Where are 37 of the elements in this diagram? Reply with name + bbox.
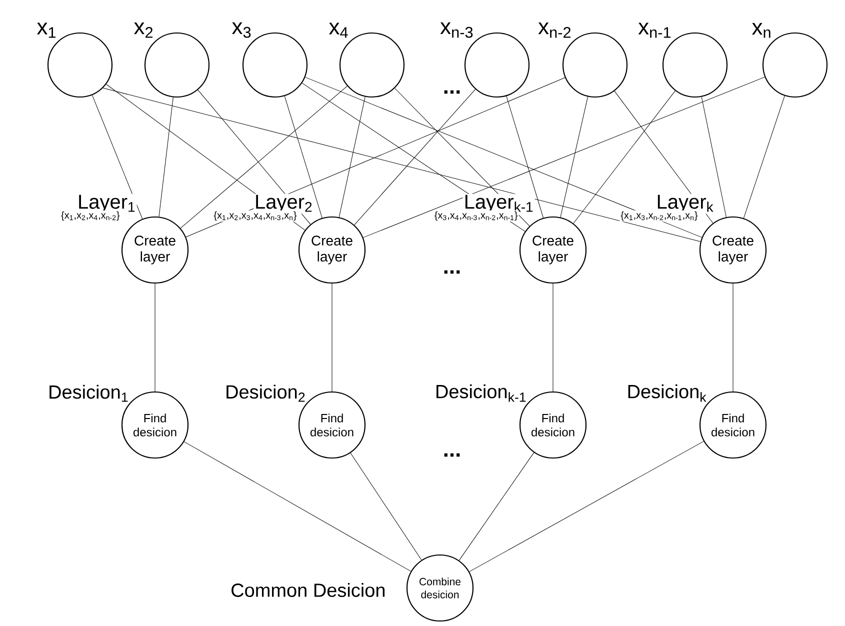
connector-line [506,96,544,218]
decision-label: Common Desicion [232,583,385,597]
connector-line [573,90,676,224]
connector-line [180,86,348,228]
node-label: x$_{n-2}$ [538,22,571,38]
node-label: x [232,22,242,34]
input-set-label: {x$_{1}$,x$_{2}$,x$_{3}$,x$_{4}$,x$_{n-3}$,x$_{n}$} [212,210,298,222]
connector-line [743,96,785,218]
connector-line [184,441,412,572]
connector-line [102,88,701,242]
connector-line [362,76,766,238]
node-label: x [36,22,48,34]
connector-line [284,96,322,218]
connector-line [92,94,143,220]
ellipsis: ... [444,90,460,94]
connector-line [154,283,156,392]
connector-line [304,76,702,238]
input-set-label: {x$_{1}$,x$_{2}$,x$_{4}$,x$_{n-2}$} [60,210,121,222]
ellipsis: ... [444,270,460,274]
node-label: x$_{n-1}$ [638,22,671,38]
connector-line [350,452,422,560]
input-set-label: {x$_{1}$,x$_{3}$,x$_{n-2}$,x$_{n-1}$,x$_{n}$} [620,210,699,222]
node-label: x$_{n-3}$ [440,22,473,38]
ellipsis: ... [444,453,460,457]
connector-line [354,89,476,226]
connector-line [158,97,174,217]
connector-line [732,283,734,392]
connector-line [701,96,726,218]
node-label: x [752,23,763,35]
connector-line [338,96,366,218]
node-label: x [134,22,144,34]
input-set-label: {x$_{3}$,x$_{4}$,x$_{n-3}$,x$_{n-2}$,x$_{n-1}$} [433,210,519,222]
node-label: x [328,22,340,34]
connector-line [458,452,534,561]
connector-line [469,441,704,572]
connector-line [552,283,554,392]
connector-line [560,96,588,218]
